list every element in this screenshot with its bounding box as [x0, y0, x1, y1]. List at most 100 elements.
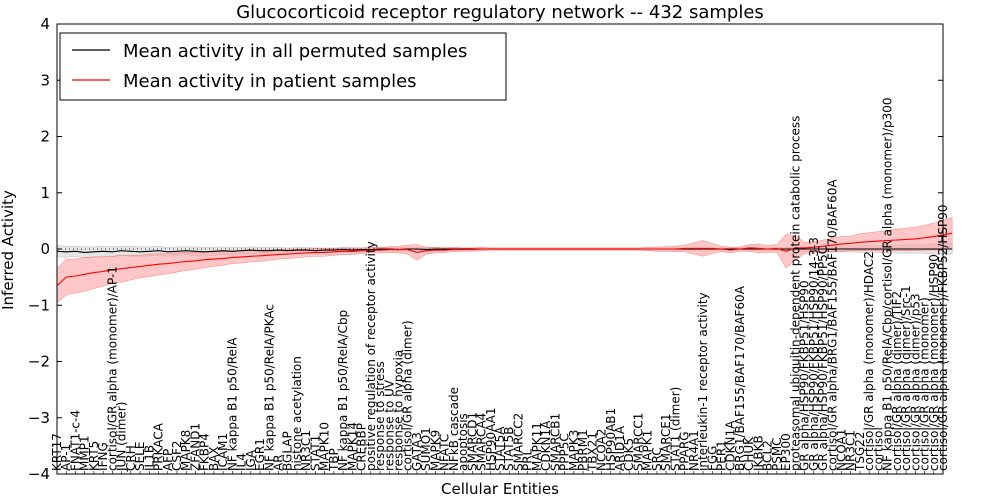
x-tick-label: PPARG	[678, 431, 692, 471]
y-axis-label: Inferred Activity	[0, 190, 17, 310]
x-tick-label: interleukin-1 receptor activity	[696, 292, 710, 471]
x-tick-label: SUMO1	[419, 427, 433, 471]
y-tick-label: −4	[28, 465, 50, 483]
x-tick-label: NFkB cascade	[447, 387, 461, 471]
x-tick-label: KRT5	[87, 441, 101, 471]
x-tick-label: PSMC	[770, 437, 784, 471]
x-tick-label: positive regulation of receptor activity	[364, 241, 378, 471]
x-tick-label: MAPK1	[641, 430, 655, 471]
y-tick-label: 2	[40, 128, 50, 146]
x-tick-label: SRC	[650, 447, 664, 471]
x-tick-label: MAPK14	[345, 422, 359, 471]
x-tick-label: STAT1	[308, 435, 322, 471]
x-tick-label: cortisol/GR alpha/BRG1/BAF155/BAF170/BAF…	[825, 179, 839, 471]
x-tick-label: cortisol/GR alpha (dimer)/Src-1	[899, 285, 913, 471]
x-tick-label: response to stress	[373, 361, 387, 471]
y-tick-label: 3	[40, 71, 50, 89]
x-tick-label: BCL2	[761, 440, 775, 471]
x-tick-label: STAT1 (dimer)	[668, 387, 682, 471]
x-tick-label: ZFAND1	[188, 423, 202, 471]
x-tick-label: IKBKB	[751, 435, 765, 471]
x-axis-label: Cellular Entities	[441, 480, 559, 498]
x-tick-label: NF kappa B1 p50/RelA/Cbp/cortisol/GR alp…	[881, 97, 895, 471]
x-tick-label: MAPK3	[567, 430, 581, 471]
x-tick-label: SMARCB1	[548, 413, 562, 471]
x-tick-label: MMP1	[78, 435, 92, 471]
x-tick-label: AR	[272, 454, 286, 471]
y-tick-label: 1	[40, 184, 50, 202]
chart-title: Glucocorticoid receptor regulatory netwo…	[236, 2, 764, 23]
x-tick-label: SMARCA4	[475, 413, 489, 471]
x-tick-label: CDK5	[622, 438, 636, 471]
x-tick-label: JUN (dimer)	[115, 402, 129, 472]
x-tick-label: IFNG	[96, 442, 110, 471]
series-line-1	[56, 232, 953, 287]
x-tick-label: KRT17	[50, 433, 64, 471]
x-tick-label: CREBBP	[355, 423, 369, 471]
x-tick-label: histone acetylation	[290, 356, 304, 471]
x-tick-label: cortisol/GR alpha (dimer)/TIF2	[890, 291, 904, 471]
x-tick-label: ARID1A	[613, 425, 627, 471]
y-tick-label: 0	[40, 240, 50, 258]
x-tick-label: CSF2	[170, 440, 184, 471]
x-tick-label: PRL	[521, 448, 535, 471]
y-tick-label: −2	[28, 353, 50, 371]
x-tick-label: apoptosis	[456, 413, 470, 471]
x-tick-label: NCOA2	[595, 429, 609, 471]
legend: Mean activity in all permuted samples Me…	[59, 32, 507, 101]
x-tick-label: BGLAP	[281, 431, 295, 471]
x-tick-label: CHUK	[742, 436, 756, 471]
x-tick-label: SMARCE1	[659, 413, 673, 471]
x-tick-label: cortisol/GR alpha (monomer)/AP-1	[105, 266, 119, 471]
x-tick-label: AP-1	[59, 444, 73, 471]
x-tick-label: STAT5B	[502, 426, 516, 471]
y-tick-label: −1	[28, 296, 50, 314]
x-tick-label: IL1B	[142, 445, 156, 471]
x-tick-label: TSG22	[853, 431, 867, 472]
x-tick-label: SMARCC2	[512, 413, 526, 471]
x-tick-label: FGG	[705, 446, 719, 472]
x-tick-label: NFATC	[438, 434, 452, 471]
x-tick-label: AFP	[161, 449, 175, 471]
x-tick-label: response to UV	[382, 379, 396, 471]
x-tick-label: MAPK11	[530, 422, 544, 471]
y-tick-label: −3	[28, 409, 50, 427]
x-tick-label: EP300	[779, 433, 793, 471]
x-tick-label: MAPK10	[318, 422, 332, 471]
x-tick-label: NF kappa B1 p50/RelA/PKAc	[262, 304, 276, 471]
x-tick-label: TBP	[327, 448, 341, 472]
legend-label-permuted: Mean activity in all permuted samples	[123, 41, 467, 62]
x-tick-label: EGR1	[253, 438, 267, 471]
x-tick-label: NR3C1	[844, 430, 858, 471]
x-tick-label: IL4	[235, 453, 249, 471]
x-tick-label: HSP90AA1	[484, 407, 498, 471]
legend-label-patient: Mean activity in patient samples	[123, 71, 417, 92]
x-tick-label: response to hypoxia	[392, 350, 406, 471]
x-tick-label: PRKACA	[152, 422, 166, 471]
x-tick-label: SMARCC1	[631, 413, 645, 471]
x-tick-label: PER1	[715, 440, 729, 471]
x-tick-label: MAPK8	[179, 430, 193, 471]
x-tick-label: cortisol	[871, 427, 885, 471]
x-tick-label: PPP5C	[558, 433, 572, 471]
x-tick-label: PBRM1	[576, 429, 590, 471]
x-tick-label: BRG1/BAF155/BAF170/BAF60A	[733, 285, 747, 471]
x-tick-label: NCOA1	[835, 429, 849, 471]
x-tick-label: CDKN1A	[539, 420, 553, 471]
plot-area: 43210−1−2−3−4KRT17AP-1FNAT1-c-4MMP1KRT5I…	[28, 15, 953, 483]
x-tick-label: TBX21	[585, 432, 599, 472]
x-tick-label: cortisol/GR alpha (monomer)	[918, 297, 932, 471]
x-tick-label: GR alpha/HSP90/FKBP51/HSP90/PP5C	[816, 246, 830, 471]
x-tick-label: cortisol/GR alpha (dimer)	[401, 320, 415, 471]
x-tick-label: NF kappa B1 p50/RelA	[225, 337, 239, 471]
x-tick-label: GR alpha/HSP90/FKBP51/HSP90	[798, 280, 812, 471]
x-tick-label: NF kappa B1 p50/RelA/Cbp	[336, 310, 350, 471]
x-tick-label: CDKN1A	[724, 420, 738, 471]
x-tick-label: IGA	[244, 449, 258, 471]
x-tick-label: GR alpha/HSP90/FKBP51/HSP90/14-3-3	[807, 237, 821, 471]
x-tick-label: cortisol/GR alpha (monomer)/FKBP52/HSP90	[936, 204, 950, 471]
x-tick-label: cortisol/GR alpha (dimer)/p53	[908, 293, 922, 471]
x-tick-label: FKBP4	[198, 433, 212, 471]
x-tick-label: HSP90AB1	[604, 408, 618, 471]
